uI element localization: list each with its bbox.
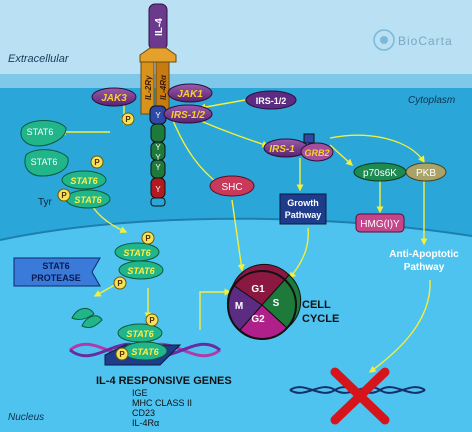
y-site-4: Y bbox=[155, 163, 161, 172]
protease-label-2: PROTEASE bbox=[31, 273, 81, 283]
protease-label-1: STAT6 bbox=[42, 261, 69, 271]
cleaved-stat6-fragments bbox=[71, 308, 103, 329]
gene-item: CD23 bbox=[132, 408, 155, 418]
il4r-alpha-label: IL-4Rα bbox=[159, 74, 168, 100]
arrow-shc-cycle bbox=[231, 199, 245, 272]
y-site-5: Y bbox=[155, 185, 161, 194]
p70s6k-node: p70s6K bbox=[353, 162, 407, 182]
jak1-label: JAK1 bbox=[177, 89, 203, 100]
arrow-irs-top bbox=[198, 99, 246, 111]
grb2-label: GRB2 bbox=[304, 148, 329, 158]
gene-item: IGE bbox=[132, 388, 148, 398]
arrow-genes-cycle bbox=[199, 288, 232, 330]
hmg-node: HMG(I)Y bbox=[355, 213, 405, 233]
stat6-protease: STAT6 PROTEASE bbox=[13, 257, 101, 287]
m-label: M bbox=[235, 301, 243, 312]
il2r-gamma-label: IL-2Rγ bbox=[144, 75, 153, 100]
stat6-dimer-label-2: STAT6 bbox=[74, 195, 102, 205]
anti-apoptotic-label-2: Pathway bbox=[404, 262, 445, 273]
cell-cycle-wheel: G1 S G2 M CELL CYCLE bbox=[226, 263, 339, 340]
cytoplasm-label: Cytoplasm bbox=[408, 95, 455, 106]
shc-label: SHC bbox=[221, 182, 242, 193]
stat6-nuclear-label-2: STAT6 bbox=[127, 266, 155, 276]
jak1-node: JAK1 bbox=[167, 83, 213, 103]
growth-label-2: Pathway bbox=[285, 210, 322, 220]
irs12-top-node: IRS-1/2 bbox=[245, 90, 297, 110]
gene-item: IL-4Rα bbox=[132, 418, 159, 428]
il2r-gamma-chain bbox=[140, 61, 155, 115]
anti-apoptotic-label-1: Anti-Apoptotic bbox=[389, 249, 459, 260]
stat6-label-1: STAT6 bbox=[27, 127, 54, 137]
irs12-label: IRS-1/2 bbox=[171, 110, 205, 121]
genes-title: IL-4 RESPONSIVE GENES bbox=[96, 375, 232, 387]
cell-cycle-label-2: CYCLE bbox=[302, 313, 339, 325]
jak3-node: JAK3 bbox=[91, 87, 137, 107]
il4-receptor: IL-4 IL-2Rγ IL-4Rα Y Y Y Y Y bbox=[139, 3, 177, 207]
hmg-label: HMG(I)Y bbox=[360, 219, 400, 230]
svg-text:P: P bbox=[125, 115, 131, 124]
il4-responsive-genes: IL-4 RESPONSIVE GENES IGE MHC CLASS II C… bbox=[96, 375, 232, 428]
p70s6k-label: p70s6K bbox=[363, 168, 397, 179]
nucleus-label: Nucleus bbox=[8, 412, 44, 423]
g1-label: G1 bbox=[251, 284, 265, 295]
irs1-grb2-complex: IRS-1 GRB2 bbox=[263, 133, 334, 162]
growth-pathway-box: Growth Pathway bbox=[279, 193, 327, 225]
irs12-node: IRS-1/2 bbox=[163, 104, 213, 124]
stat6-dna-label-1: STAT6 bbox=[126, 329, 154, 339]
svg-text:P: P bbox=[94, 158, 100, 167]
arrow-to-pkb bbox=[329, 134, 425, 164]
gene-item: MHC CLASS II bbox=[132, 398, 192, 408]
irs12-top-label: IRS-1/2 bbox=[256, 96, 287, 106]
arrow-to-p70 bbox=[329, 144, 354, 166]
biocarta-wordmark: BioCarta bbox=[398, 34, 453, 48]
stat6-monomer-1: STAT6 bbox=[20, 120, 67, 147]
svg-text:P: P bbox=[149, 316, 155, 325]
stat6-label-2: STAT6 bbox=[31, 157, 58, 167]
stat6-dimer-cytoplasm: STAT6 STAT6 P P Tyr bbox=[38, 155, 111, 209]
svg-text:P: P bbox=[119, 350, 125, 359]
anti-apoptotic-pathway: Anti-Apoptotic Pathway bbox=[389, 249, 459, 273]
s-label: S bbox=[273, 298, 280, 309]
svg-text:P: P bbox=[61, 191, 67, 200]
stat6-dna-label-2: STAT6 bbox=[131, 347, 159, 357]
stat6-dimer-label-1: STAT6 bbox=[70, 176, 98, 186]
y-site-2: Y bbox=[155, 143, 161, 152]
shc-node: SHC bbox=[209, 175, 255, 197]
y-site-1: Y bbox=[155, 111, 161, 120]
irs1-label: IRS-1 bbox=[269, 144, 295, 155]
svg-text:P: P bbox=[145, 234, 151, 243]
pkb-node: PKB bbox=[405, 162, 447, 182]
cell-cycle-label-1: CELL bbox=[302, 299, 331, 311]
jak3-label: JAK3 bbox=[101, 93, 127, 104]
y-site-3: Y bbox=[155, 153, 161, 162]
biocarta-logo: BioCarta bbox=[373, 29, 453, 51]
inhibition-x-icon bbox=[330, 367, 390, 425]
inhibited-dna bbox=[289, 367, 426, 425]
dna-gene-locus: STAT6 STAT6 P P bbox=[69, 313, 221, 366]
tyr-label: Tyr bbox=[38, 197, 53, 208]
stat6-nuclear-label-1: STAT6 bbox=[123, 248, 151, 258]
extracellular-label: Extracellular bbox=[8, 53, 70, 65]
arrow-growth-cyclemid bbox=[289, 227, 309, 280]
g2-label: G2 bbox=[251, 314, 265, 325]
il4-label: IL-4 bbox=[154, 18, 165, 36]
cell-membrane bbox=[0, 74, 472, 88]
stat6-monomer-2: STAT6 bbox=[24, 149, 69, 177]
arrow-antiapoptotic-dna bbox=[368, 279, 431, 373]
growth-label-1: Growth bbox=[287, 198, 319, 208]
stat6-dimer-nuclear: STAT6 STAT6 P P bbox=[113, 231, 164, 290]
pkb-label: PKB bbox=[416, 168, 436, 179]
phospho-p-receptor: P bbox=[121, 112, 135, 126]
svg-text:P: P bbox=[117, 279, 123, 288]
